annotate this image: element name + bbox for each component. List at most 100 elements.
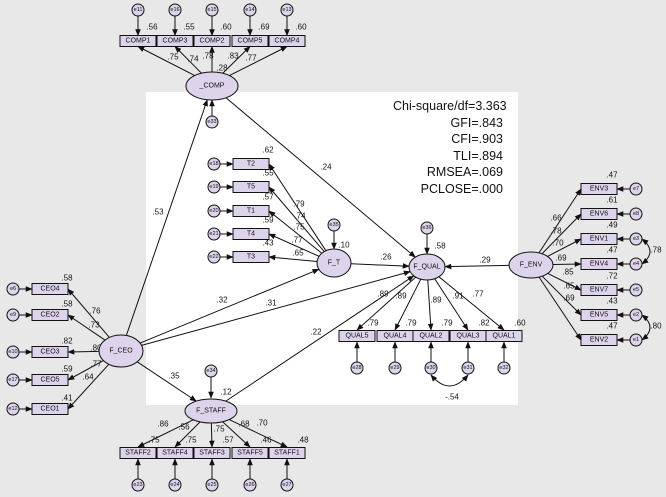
- t-4-loading-arrow: [268, 233, 320, 257]
- staff-1-loading-arrow: [137, 419, 194, 448]
- comp-2-r2: .55: [183, 23, 195, 32]
- path-ceo_t-arrow: [139, 268, 320, 344]
- staff-3-r2: .57: [222, 436, 234, 445]
- qual-5-label: QUAL1: [493, 333, 516, 340]
- env-4-r2: .47: [606, 246, 618, 255]
- staff-1-label: STAFF2: [125, 450, 151, 457]
- env-2-box: [580, 208, 618, 220]
- qual-3-error-label: e30: [426, 365, 435, 371]
- staff-1-r2: .75: [148, 436, 160, 445]
- ceo-5-r2: .41: [61, 394, 73, 403]
- latent-env-label: F_ENV: [520, 262, 543, 269]
- comp-2-error-label: e16: [170, 7, 179, 13]
- staff-1-error-label: e23: [133, 482, 142, 488]
- t-5-loading: .65: [292, 249, 304, 258]
- ceo-3-error-label: e10: [8, 349, 17, 355]
- fit-rmsea: RMSEA=.069: [426, 165, 503, 180]
- comp-4-label: COMP5: [238, 38, 263, 45]
- t-5-loading-arrow: [268, 254, 318, 262]
- t-5-error-label: e22: [209, 254, 218, 260]
- qual-4-loading-arrow: [434, 278, 469, 331]
- t-4-r2: .59: [262, 216, 274, 225]
- latent-env-ellipse: [508, 251, 554, 279]
- comp-3-label: COMP2: [200, 38, 225, 45]
- t-3-error-label: e20: [209, 208, 218, 214]
- t-3-box: [232, 205, 270, 217]
- path-ceo_qual-arrow: [141, 270, 411, 346]
- t-3-loading-arrow: [268, 210, 323, 254]
- qual-1-r2: .79: [367, 319, 379, 328]
- ceo-1-loading-arrow: [67, 288, 110, 338]
- t-1-label: T2: [247, 161, 255, 168]
- t-5-box: [232, 251, 270, 263]
- ceo-4-label: CEO5: [40, 377, 59, 384]
- env-cov-e3-e4-curve: [641, 238, 651, 265]
- comp-3-error-label: e15: [207, 7, 216, 13]
- ceo-4-loading-arrow: [67, 360, 104, 381]
- fit-cfi: CFI=.903: [451, 132, 503, 147]
- qual-3-loading-arrow: [427, 279, 434, 331]
- staff-2-r2: .75: [185, 436, 197, 445]
- ceo-5-box: [31, 403, 69, 415]
- path-ceo_staff-coef: .35: [168, 372, 180, 381]
- env-1-r2: .47: [606, 171, 618, 180]
- qual-4-error-label: e31: [463, 365, 472, 371]
- ceo-4-r2: .59: [61, 365, 73, 374]
- latent-comp-label: _COMP: [199, 83, 225, 90]
- comp-4-r2: .69: [258, 23, 270, 32]
- t-2-r2: .55: [262, 169, 274, 178]
- ceo-2-loading-arrow: [67, 314, 106, 341]
- path-ceo_comp-coef: .53: [152, 208, 164, 217]
- staff-5-label: STAFF1: [274, 450, 300, 457]
- t-2-box: [232, 181, 270, 193]
- env-7-box: [580, 334, 618, 346]
- t-1-r2: .62: [262, 146, 274, 155]
- env-7-loading-arrow: [538, 276, 582, 341]
- ceo-3-box: [31, 346, 69, 358]
- latent-staff-label: F_STAFF: [196, 408, 226, 415]
- staff-3-error-label: e25: [207, 482, 216, 488]
- fit-tli: TLI=.894: [453, 148, 503, 163]
- t-disturbance-label: e35: [329, 222, 338, 228]
- qual-1-error-label: e28: [352, 365, 361, 371]
- path-t_qual-coef: .26: [380, 253, 392, 262]
- staff-2-error-label: e24: [170, 482, 179, 488]
- qual-1-loading: .89: [377, 290, 389, 299]
- qual-2-error-label: e29: [390, 365, 399, 371]
- staff-2-label: STAFF4: [162, 450, 188, 457]
- fit-chisq: Chi-square/df=3.363: [393, 99, 507, 113]
- path-ceo_comp-arrow: [125, 99, 208, 336]
- t-r2: .10: [338, 241, 350, 250]
- t-4-label: T4: [247, 231, 255, 238]
- t-5-r2: .43: [262, 239, 274, 248]
- comp-5-loading: .77: [245, 54, 257, 63]
- path-comp_qual-coef: .24: [320, 163, 332, 172]
- path-ceo_t-coef: .32: [216, 296, 228, 305]
- ceo-5-error-label: e12: [8, 406, 17, 412]
- env-1-box: [580, 183, 618, 195]
- qual-5-loading-arrow: [438, 276, 505, 331]
- staff-5-loading-arrow: [228, 419, 288, 448]
- env-cov-e3-e4-value: .78: [650, 246, 662, 255]
- env-2-r2: .61: [606, 196, 618, 205]
- staff-4-error-label: e26: [245, 482, 254, 488]
- fit-gfi: GFI=.843: [450, 115, 503, 130]
- ceo-2-loading: .73: [88, 321, 100, 330]
- comp-1-r2: .56: [146, 23, 158, 32]
- comp-4-error-label: e14: [245, 7, 254, 13]
- comp-3-r2: .60: [220, 23, 232, 32]
- env-3-r2: .49: [606, 221, 618, 230]
- path-staff_qual-arrow: [225, 275, 415, 402]
- qual-1-loading-arrow: [356, 276, 417, 331]
- ceo-5-loading-arrow: [67, 363, 110, 410]
- qual-1-label: QUAL5: [346, 333, 369, 340]
- ceo-1-error-label: e6: [10, 286, 16, 292]
- env-2-loading: .78: [550, 227, 562, 236]
- latent-ceo-label: F_CEO: [109, 348, 133, 355]
- qual-cov-e30-e31-value: -.54: [445, 393, 459, 402]
- qual-cov-e30-e31-curve: [430, 374, 469, 387]
- comp-1-error-label: e11: [134, 7, 143, 13]
- latent-ceo-ellipse: [98, 334, 144, 368]
